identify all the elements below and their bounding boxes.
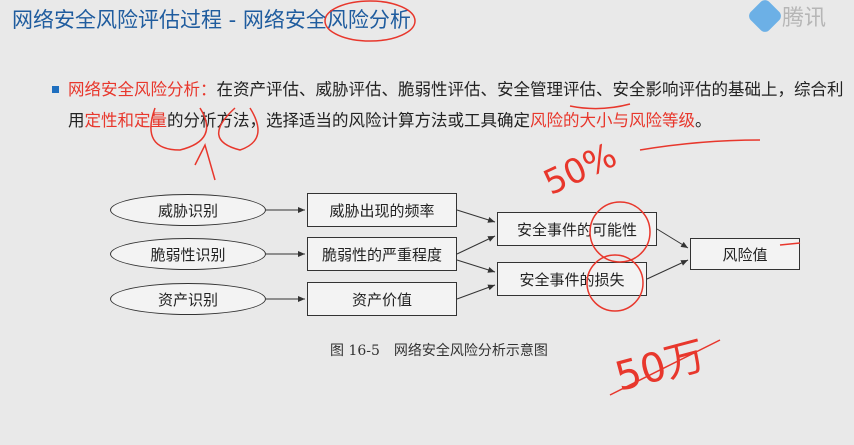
text: 在资产评估、威胁评估、脆弱性评估、安全管理评估、安全影响评估的基础上，综合利用 xyxy=(68,80,844,130)
vulnerability-identification: 脆弱性识别 xyxy=(110,238,266,270)
asset-value: 资产价值 xyxy=(307,282,457,316)
annotation-50wan: 50万 xyxy=(610,333,710,401)
event-likelihood: 安全事件的可能性 xyxy=(497,212,657,246)
highlight: 风险的大小与风险等级 xyxy=(530,111,695,130)
bullet-paragraph: 网络安全风险分析：在资产评估、威胁评估、脆弱性评估、安全管理评估、安全影响评估的… xyxy=(68,74,854,136)
threat-identification: 威胁识别 xyxy=(110,194,266,226)
vulnerability-severity: 脆弱性的严重程度 xyxy=(307,237,457,271)
asset-identification: 资产识别 xyxy=(110,283,266,315)
bullet-icon xyxy=(52,86,59,93)
threat-frequency: 威胁出现的频率 xyxy=(307,193,457,227)
text: 的分析方法，选择适当的风险计算方法或工具确定 xyxy=(167,111,530,130)
text: 。 xyxy=(695,111,712,130)
highlight: 定性和定量 xyxy=(84,111,168,130)
logo-text: 腾讯 xyxy=(782,6,827,31)
event-loss: 安全事件的损失 xyxy=(497,262,647,296)
tencent-logo: 腾讯 xyxy=(746,0,827,35)
figure-caption: 图 16-5 网络安全风险分析示意图 xyxy=(330,343,548,359)
bullet-lead: 网络安全风险分析： xyxy=(68,80,217,99)
page-title: 网络安全风险评估过程 - 网络安全风险分析 xyxy=(12,8,411,32)
annotation-50pct: 50% xyxy=(538,135,623,203)
risk-value: 风险值 xyxy=(690,238,800,270)
handwritten-annotations xyxy=(150,0,801,396)
logo-icon xyxy=(746,0,784,35)
